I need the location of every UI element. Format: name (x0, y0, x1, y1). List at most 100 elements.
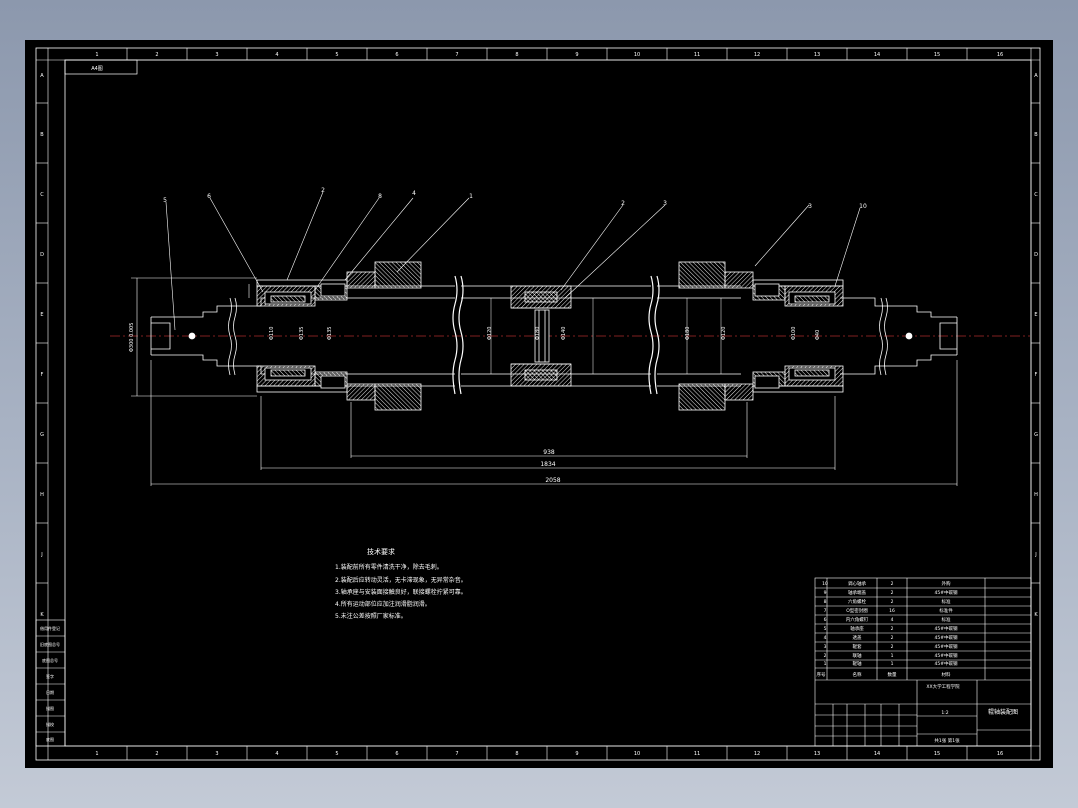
row-label: E (40, 312, 43, 318)
strip-label: 描校 (46, 721, 54, 727)
notes-title: 技术要求 (367, 548, 395, 556)
col-label: 4 (275, 52, 278, 58)
middle-coupling (510, 285, 572, 387)
col-label: 2 (155, 751, 158, 757)
balloon: 10 (859, 203, 867, 210)
bom-material: 45#中碳钢 (935, 643, 958, 650)
bom-name: 轴承座 (850, 625, 864, 632)
balloon: 1 (469, 193, 473, 200)
row-label: B (40, 132, 44, 138)
row-label: H (1034, 492, 1038, 498)
row-label: H (40, 492, 44, 498)
dim-inner: 938 (543, 449, 555, 456)
col-label: 12 (754, 52, 760, 58)
leader-lines (165, 191, 861, 331)
diameter-labels: Φ110 Φ135 Φ135 Φ120 Φ180 Φ140 Φ180 Φ120 … (129, 323, 821, 352)
row-label: G (1034, 432, 1038, 438)
outer-border (35, 47, 1041, 761)
note-item: 3.轴承座与安装面接触良好，联接螺栓拧紧可靠。 (335, 589, 467, 596)
row-label: C (40, 192, 44, 198)
col-label: 16 (997, 751, 1003, 757)
right-bearing-housing (678, 261, 844, 411)
zone-labels: 1 2 3 4 5 6 7 8 9 10 11 12 13 14 15 16 1… (40, 52, 1038, 757)
bom-name: 辊套 (853, 643, 862, 650)
bom-material: 45#中碳钢 (935, 660, 958, 667)
bom-qty: 2 (891, 590, 894, 596)
bom-material: 45#中碳钢 (935, 589, 958, 596)
col-label: 14 (874, 751, 880, 757)
bom-material: 45#中碳钢 (935, 634, 958, 641)
bom-qty: 16 (889, 608, 895, 614)
note-item: 2.装配后应转动灵活，无卡滞现象，无异常杂音。 (335, 577, 467, 584)
row-label: K (40, 612, 44, 618)
bom-no: 3 (824, 644, 827, 650)
bom-no: 6 (824, 617, 827, 623)
bom-qty: 2 (891, 581, 894, 587)
bom-header-no: 序号 (817, 671, 826, 678)
bom-material: 45#中碳钢 (935, 652, 958, 659)
bom-name: 六角螺栓 (848, 598, 866, 605)
bom-table: 10 调心轴承 2 外购 9 轴承端盖 2 45#中碳钢 8 六角螺栓 2 标准… (817, 580, 1019, 744)
col-label: 7 (455, 751, 458, 757)
bom-qty: 1 (891, 653, 894, 659)
bom-material: 标准 (942, 598, 951, 605)
bom-no: 1 (824, 661, 827, 667)
col-label: 3 (215, 751, 218, 757)
col-label: 9 (575, 52, 578, 58)
col-label: 1 (95, 52, 98, 58)
bom-qty: 2 (891, 644, 894, 650)
dia-label: Φ100 (791, 327, 797, 340)
balloon-numbers: 5 6 2 8 4 1 2 3 3 10 (163, 187, 867, 210)
bom-name: 调心轴承 (848, 580, 866, 587)
col-label: 15 (934, 751, 940, 757)
roller-assembly (110, 261, 1030, 411)
bom-header-material: 材料 (942, 671, 951, 678)
note-item: 1.装配前所有零件清洗干净，除去毛刺。 (335, 564, 443, 571)
strip-label: 底图 (46, 736, 54, 742)
bom-name: O型密封圈 (846, 607, 868, 614)
col-label: 11 (694, 52, 700, 58)
dimension-lines (150, 360, 958, 486)
col-label: 5 (335, 52, 338, 58)
row-label: J (1034, 552, 1036, 558)
col-label: 1 (95, 751, 98, 757)
col-label: 13 (814, 751, 820, 757)
bom-qty: 1 (891, 661, 894, 667)
row-label: D (1034, 252, 1038, 258)
drawing-code-box (64, 59, 138, 75)
dim-overall: 2058 (545, 477, 560, 484)
row-label: F (1035, 372, 1038, 378)
dim-middle: 1834 (540, 461, 555, 468)
bom-no: 5 (824, 626, 827, 632)
note-item: 4.所有运动部位应加注润滑脂润滑。 (335, 601, 431, 608)
bom-qty: 2 (891, 599, 894, 605)
dia-label: Φ120 (487, 327, 493, 340)
dia-label: Φ300 0.005 (129, 323, 135, 352)
row-label: F (41, 372, 44, 378)
col-label: 15 (934, 52, 940, 58)
dia-label: Φ180 (535, 327, 541, 340)
balloon: 8 (378, 193, 382, 200)
row-label: A (1034, 73, 1038, 79)
col-label: 12 (754, 751, 760, 757)
drawing-code: A4图 (91, 66, 103, 72)
left-strip (35, 619, 66, 747)
strip-label: 描图 (46, 705, 54, 711)
col-label: 9 (575, 751, 578, 757)
row-label: B (1034, 132, 1038, 138)
col-label: 8 (515, 751, 518, 757)
bom-qty: 2 (891, 635, 894, 641)
col-label: 6 (395, 52, 398, 58)
col-label: 4 (275, 751, 278, 757)
bom-no: 7 (824, 608, 827, 614)
strip-label: 借用件登记 (40, 625, 60, 631)
bom-material: 45#中碳钢 (935, 625, 958, 632)
balloon: 4 (412, 190, 416, 197)
col-label: 16 (997, 52, 1003, 58)
balloon: 3 (808, 203, 812, 210)
drawing-name: 辊轴装配图 (988, 708, 1018, 716)
col-label: 14 (874, 52, 880, 58)
col-label: 8 (515, 52, 518, 58)
col-label: 11 (694, 751, 700, 757)
row-label: D (40, 252, 44, 258)
